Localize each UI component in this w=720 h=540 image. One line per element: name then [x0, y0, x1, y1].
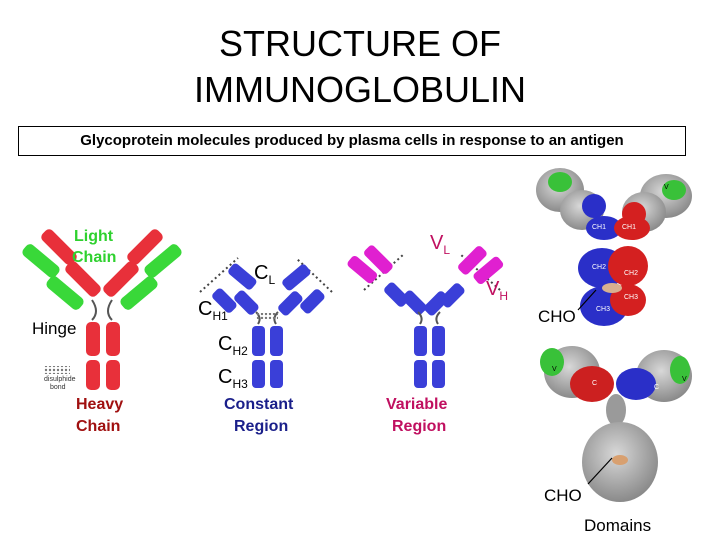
disulphide-bond-label-line2: bond: [50, 384, 66, 391]
cl-label: CL: [254, 262, 276, 287]
heavy-chain-domain: [103, 261, 139, 297]
ch3-label: CH3: [218, 366, 248, 391]
model-bottom-c-mid: C: [592, 380, 598, 387]
light-chain-domain: [144, 244, 182, 278]
model-ch3-right-label: CH3: [624, 294, 639, 301]
light-chain-label-line1: Light: [74, 228, 114, 245]
heavy-chain-domain: [106, 322, 120, 356]
variable-region-label-line2: Region: [392, 418, 447, 435]
page-title-line2: IMMUNOGLOBULIN: [193, 69, 527, 110]
ch1-label: CH1: [198, 298, 228, 323]
antibody-diagram-chains: [22, 229, 182, 390]
cho-label-top: CHO: [538, 307, 576, 326]
vl-label: VL: [430, 232, 451, 257]
light-chain-domain: [46, 276, 84, 310]
heavy-chain-domain: [86, 360, 100, 390]
subtitle-box: Glycoprotein molecules produced by plasm…: [18, 126, 686, 156]
disulphide-bond-label-line1: disulphide: [44, 376, 76, 383]
heavy-chain-domain: [106, 360, 120, 390]
molecule-model-bottom: [540, 346, 692, 502]
vh-label: VH: [486, 278, 509, 303]
heavy-chain-domain: [41, 229, 77, 265]
heavy-chain-domain: [65, 261, 101, 297]
cho-label-bottom: CHO: [544, 486, 582, 505]
model-bottom-v-left: V: [552, 366, 557, 373]
antibody-diagram-constant: [199, 257, 333, 388]
heavy-chain-domain: [127, 229, 163, 265]
model-ch1-right-label: CH1: [622, 224, 637, 231]
model-ch3-left-label: CH3: [596, 306, 611, 313]
heavy-chain-label-line1: Heavy: [76, 396, 124, 413]
model-bottom-c-right: C: [654, 384, 660, 391]
disulphide-bond-marker: [44, 366, 70, 374]
light-chain-domain: [120, 276, 158, 310]
heavy-chain-label-line2: Chain: [76, 418, 121, 435]
light-chain-label-line2: Chain: [72, 249, 117, 266]
hinge-label: Hinge: [32, 319, 77, 338]
heavy-chain-domain: [86, 322, 100, 356]
ch2-label: CH2: [218, 333, 248, 358]
constant-region-label-line1: Constant: [224, 396, 294, 413]
page-title-line1: STRUCTURE OF: [219, 23, 501, 64]
model-ch1-left-label: CH1: [592, 224, 607, 231]
model-bottom-v-right: V: [682, 376, 687, 383]
model-ch2-right-label: CH2: [624, 270, 639, 277]
model-ch2-left-label: CH2: [592, 264, 607, 271]
domains-label: Domains: [584, 516, 652, 535]
variable-region-label-line1: Variable: [386, 396, 448, 413]
model-v-label: V: [664, 184, 669, 191]
antibody-diagram-variable: [347, 245, 504, 388]
light-chain-domain: [22, 244, 60, 278]
molecule-model-top: [536, 168, 692, 326]
constant-region-label-line2: Region: [234, 418, 289, 435]
